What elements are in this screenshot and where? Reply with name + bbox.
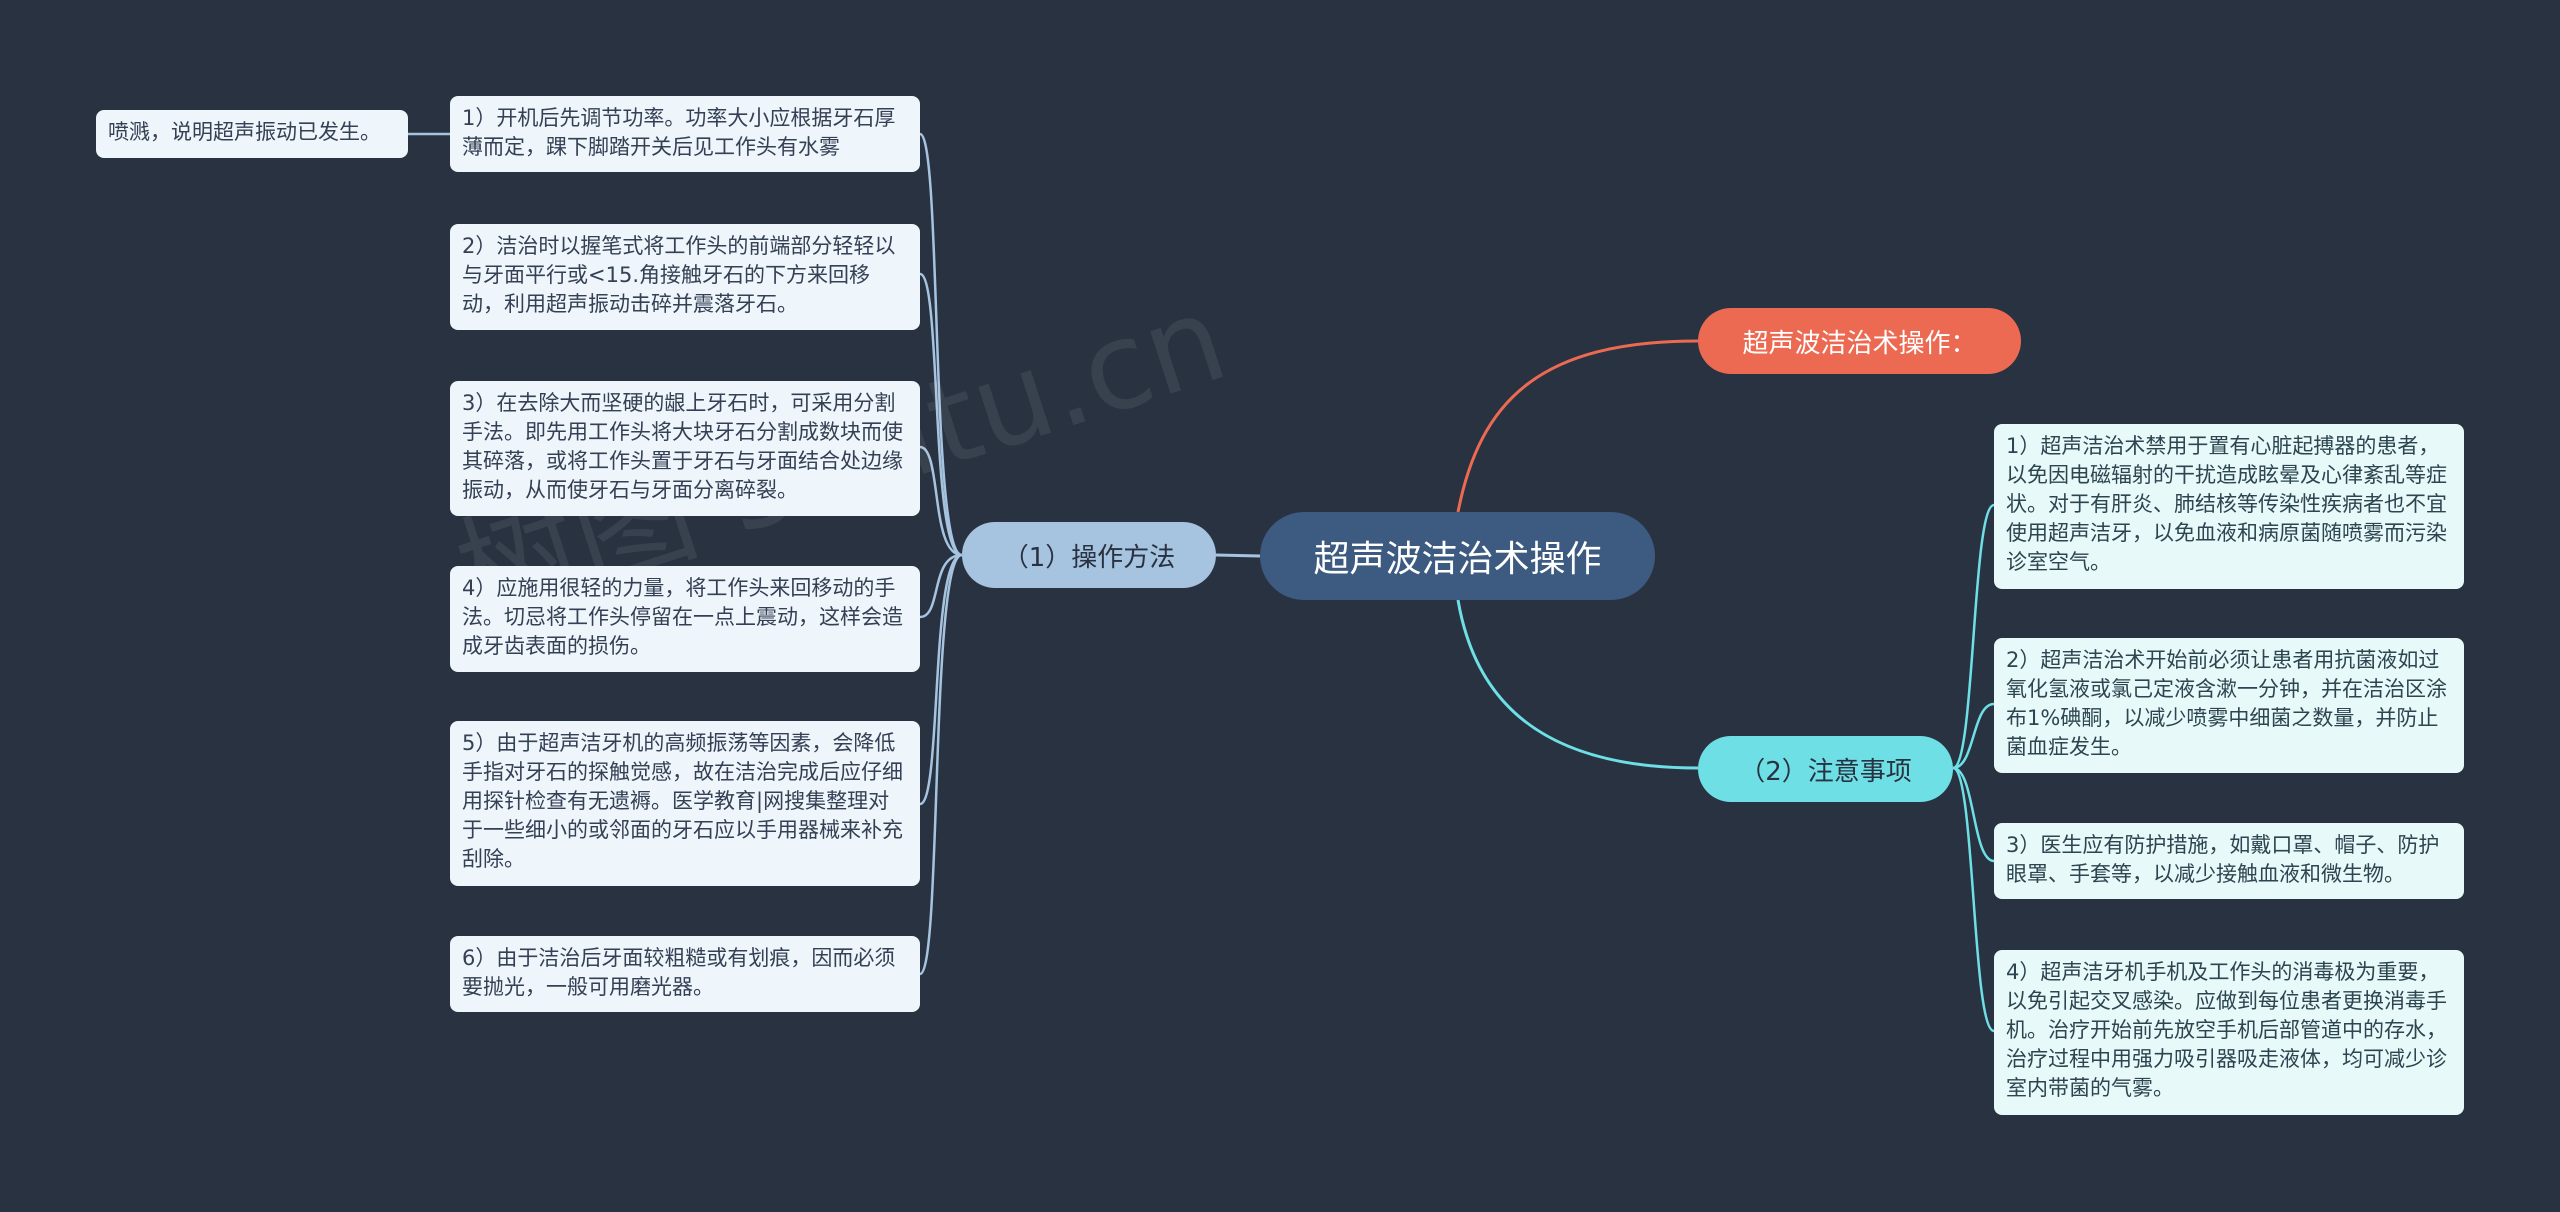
operation-item-2[interactable]: 2）洁治时以握笔式将工作头的前端部分轻轻以与牙面平行或<15.角接触牙石的下方来… xyxy=(450,224,920,330)
branch-ops-header[interactable]: 超声波洁治术操作： xyxy=(1698,308,2021,374)
operation-item-3[interactable]: 3）在去除大而坚硬的龈上牙石时，可采用分割手法。即先用工作头将大块牙石分割成数块… xyxy=(450,381,920,516)
link-left-2 xyxy=(919,272,963,557)
link-root-left xyxy=(1215,553,1261,558)
link-root-header xyxy=(1456,339,1699,513)
operation-item-1[interactable]: 1）开机后先调节功率。功率大小应根据牙石厚薄而定，踝下脚踏开关后见工作头有水雾 xyxy=(450,96,920,172)
operation-item-4[interactable]: 4）应施用很轻的力量，将工作头来回移动的手法。切忌将工作头停留在一点上震动，这样… xyxy=(450,566,920,672)
link-right-4 xyxy=(1952,766,1995,1033)
link-right-1 xyxy=(1952,503,1995,770)
branch-operation-method[interactable]: （1）操作方法 xyxy=(962,522,1216,588)
link-left-4 xyxy=(919,553,963,619)
link-left-3 xyxy=(919,445,963,557)
branch-precautions[interactable]: （2）注意事项 xyxy=(1698,736,1953,802)
root-node[interactable]: 超声波洁治术操作 xyxy=(1260,512,1655,600)
link-root-precautions xyxy=(1456,599,1699,770)
link-left-5 xyxy=(919,553,963,806)
precaution-item-2[interactable]: 2）超声洁治术开始前必须让患者用抗菌液如过氧化氢液或氯己定液含漱一分钟，并在洁治… xyxy=(1994,638,2464,773)
precaution-item-4[interactable]: 4）超声洁牙机手机及工作头的消毒极为重要，以免引起交叉感染。应做到每位患者更换消… xyxy=(1994,950,2464,1115)
link-right-3 xyxy=(1952,766,1995,863)
operation-item-6[interactable]: 6）由于洁治后牙面较粗糙或有划痕，因而必须要抛光，一般可用磨光器。 xyxy=(450,936,920,1012)
link-left-1 xyxy=(918,132,963,557)
precaution-item-3[interactable]: 3）医生应有防护措施，如戴口罩、帽子、防护眼罩、手套等，以减少接触血液和微生物。 xyxy=(1994,823,2464,899)
operation-sub-item[interactable]: 喷溅，说明超声振动已发生。 xyxy=(96,110,408,158)
link-left-6 xyxy=(918,553,963,976)
link-right-2 xyxy=(1952,702,1995,770)
precaution-item-1[interactable]: 1）超声洁治术禁用于置有心脏起搏器的患者，以免因电磁辐射的干扰造成眩晕及心律紊乱… xyxy=(1994,424,2464,589)
operation-item-5[interactable]: 5）由于超声洁牙机的高频振荡等因素，会降低手指对牙石的探触觉感，故在洁治完成后应… xyxy=(450,721,920,886)
